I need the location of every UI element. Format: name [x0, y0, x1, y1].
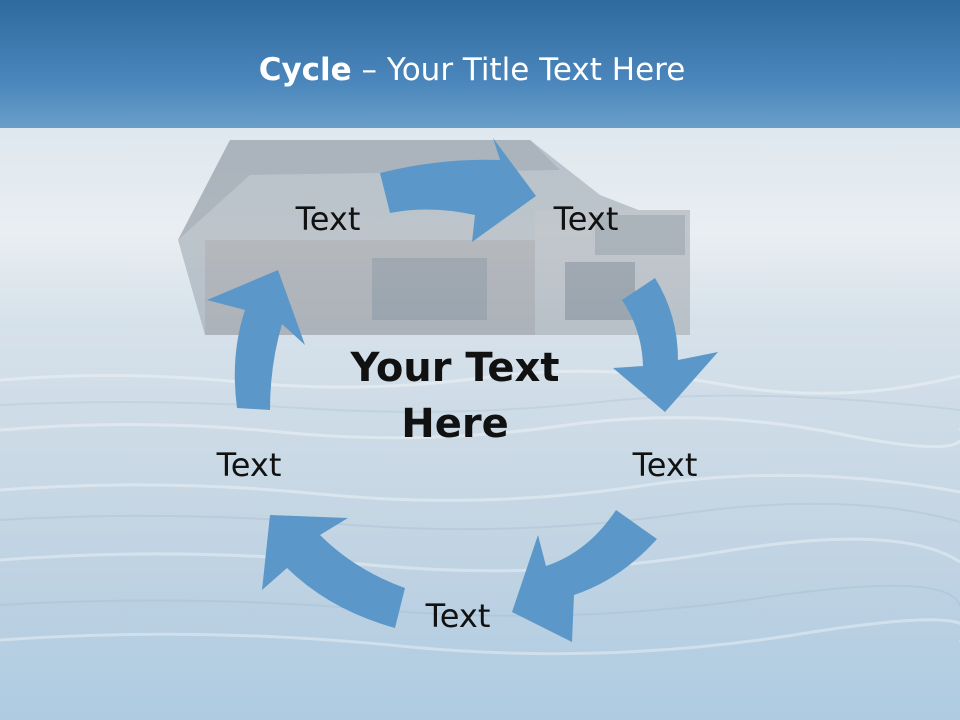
- slide-title: Cycle – Your Title Text Here: [0, 52, 944, 88]
- cycle-node-right: Text: [632, 446, 698, 484]
- title-bold: Cycle: [258, 52, 352, 88]
- center-text: Your Text Here: [330, 340, 580, 452]
- center-text-line1: Your Text: [350, 345, 560, 391]
- curved-arrow-icon: [207, 270, 305, 410]
- curved-arrow-icon: [262, 515, 405, 628]
- cycle-node-left: Text: [216, 446, 282, 484]
- center-text-line2: Here: [401, 401, 509, 447]
- cycle-node-top-left: Text: [295, 200, 361, 238]
- curved-arrow-icon: [380, 138, 536, 242]
- cycle-node-top-right: Text: [553, 200, 619, 238]
- curved-arrow-icon: [613, 278, 718, 412]
- curved-arrow-icon: [512, 510, 657, 642]
- title-rest: – Your Title Text Here: [351, 52, 686, 88]
- cycle-node-bottom: Text: [425, 597, 491, 635]
